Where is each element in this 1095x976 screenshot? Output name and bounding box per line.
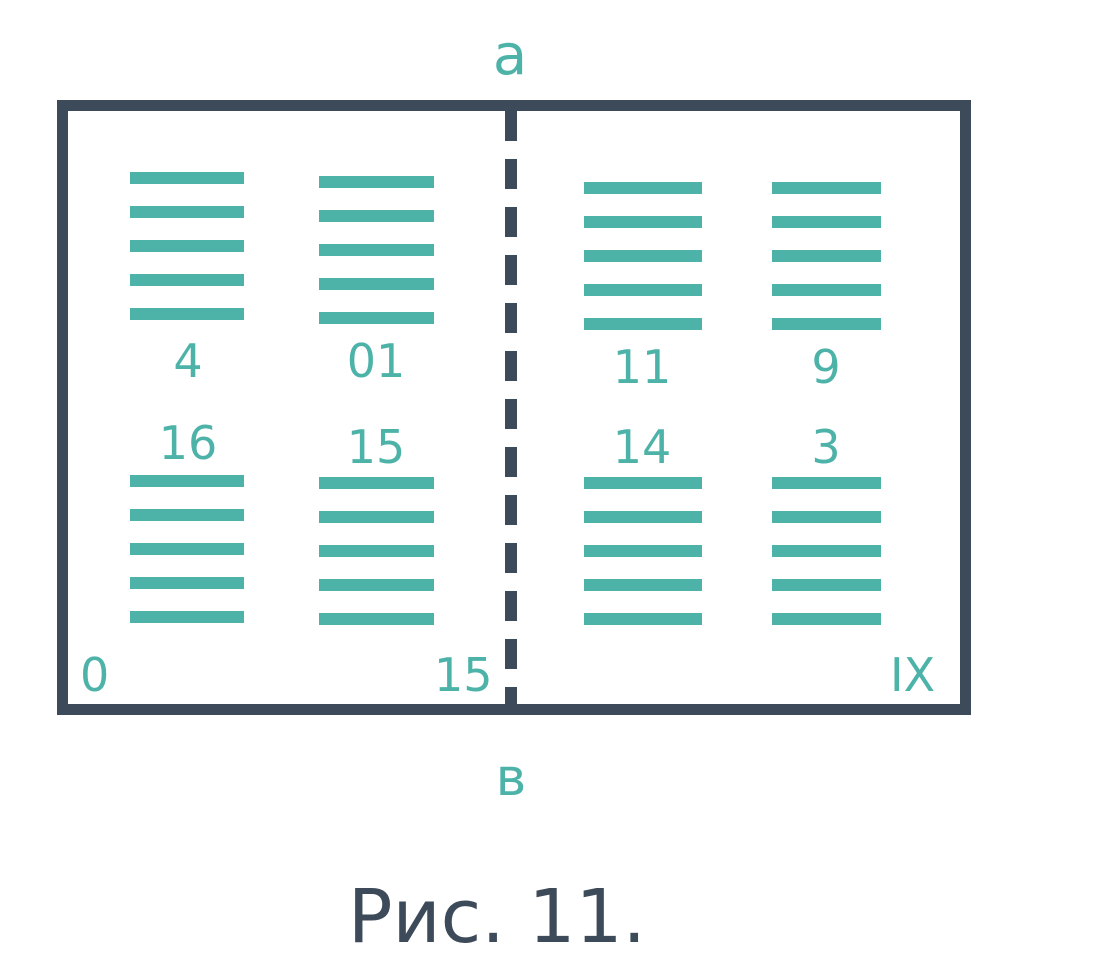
page-number-top-1: 4 <box>173 334 203 388</box>
text-line <box>584 477 702 489</box>
text-line <box>319 210 434 222</box>
figure-caption: Рис. 11. <box>347 874 647 960</box>
text-line <box>772 318 881 330</box>
sheet-frame <box>57 100 971 715</box>
text-line <box>130 475 244 487</box>
text-block-top-4 <box>772 182 881 332</box>
text-line <box>130 274 244 286</box>
text-line <box>584 545 702 557</box>
text-block-top-3 <box>584 182 702 332</box>
text-line <box>584 182 702 194</box>
text-line <box>584 579 702 591</box>
text-line <box>319 176 434 188</box>
text-line <box>319 579 434 591</box>
text-block-top-2 <box>319 176 434 326</box>
text-line <box>130 611 244 623</box>
text-block-top-1 <box>130 172 244 322</box>
text-line <box>584 318 702 330</box>
text-line <box>772 545 881 557</box>
page-number-top-4: 9 <box>811 340 841 394</box>
page-number-top-3: 11 <box>612 340 672 394</box>
text-line <box>130 543 244 555</box>
text-line <box>772 579 881 591</box>
top-edge-label: а <box>492 23 528 88</box>
corner-label-left: 0 <box>80 648 110 702</box>
text-line <box>319 511 434 523</box>
text-line <box>772 613 881 625</box>
fold-line <box>505 111 517 704</box>
text-block-bottom-2 <box>319 477 434 627</box>
corner-label-center: 15 <box>434 648 493 702</box>
text-line <box>772 477 881 489</box>
text-line <box>319 613 434 625</box>
corner-label-right: IX <box>890 648 936 702</box>
page-number-bottom-1: 16 <box>158 416 218 470</box>
text-line <box>319 278 434 290</box>
text-line <box>772 511 881 523</box>
text-line <box>772 182 881 194</box>
text-line <box>584 216 702 228</box>
text-line <box>130 240 244 252</box>
page-number-top-2: 01 <box>346 334 406 388</box>
text-line <box>130 206 244 218</box>
text-line <box>772 284 881 296</box>
text-line <box>584 613 702 625</box>
text-line <box>319 244 434 256</box>
text-line <box>319 312 434 324</box>
page-number-bottom-4: 3 <box>811 420 841 474</box>
text-line <box>772 250 881 262</box>
text-line <box>319 545 434 557</box>
text-block-bottom-3 <box>584 477 702 627</box>
text-line <box>584 284 702 296</box>
text-line <box>130 509 244 521</box>
text-block-bottom-1 <box>130 475 244 625</box>
text-line <box>772 216 881 228</box>
text-line <box>584 511 702 523</box>
bottom-edge-label: в <box>495 748 527 808</box>
text-line <box>319 477 434 489</box>
page-number-bottom-3: 14 <box>612 420 672 474</box>
text-block-bottom-4 <box>772 477 881 627</box>
text-line <box>584 250 702 262</box>
page-number-bottom-2: 15 <box>346 420 406 474</box>
text-line <box>130 172 244 184</box>
text-line <box>130 577 244 589</box>
text-line <box>130 308 244 320</box>
